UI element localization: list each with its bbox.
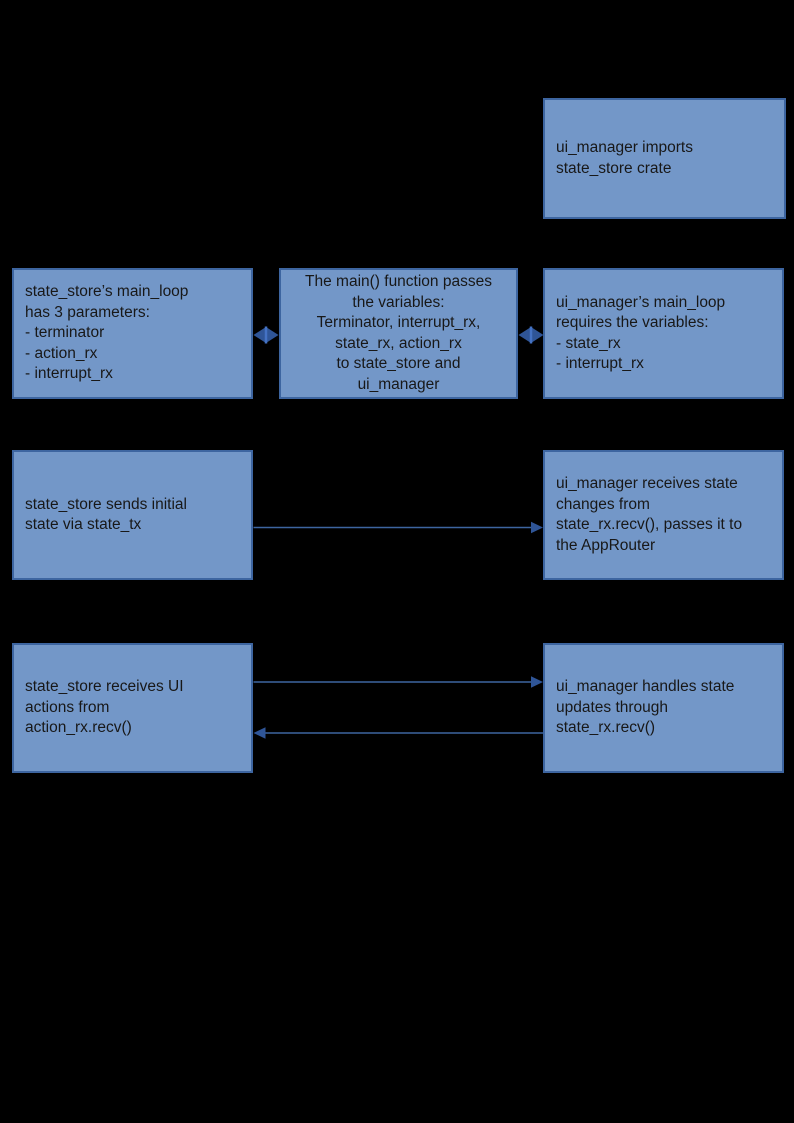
box-text: state_store receives UI actions from act… bbox=[25, 678, 184, 737]
box-ui-manager-receives-state: ui_manager receives state changes from s… bbox=[543, 450, 784, 580]
box-text: The main() function passes the variables… bbox=[305, 273, 492, 393]
arrow-ui-actions-icon bbox=[253, 676, 543, 688]
arrow-state-updates-icon bbox=[253, 727, 543, 739]
box-ui-manager-imports: ui_manager imports state_store crate bbox=[543, 98, 786, 219]
box-state-store-sends-initial: state_store sends initial state via stat… bbox=[12, 450, 253, 580]
box-ui-manager-main-loop: ui_manager’s main_loop requires the vari… bbox=[543, 268, 784, 399]
box-state-store-receives-actions: state_store receives UI actions from act… bbox=[12, 643, 253, 773]
box-text: ui_manager receives state changes from s… bbox=[556, 475, 743, 554]
double-arrow-left-icon bbox=[253, 326, 279, 344]
box-text: ui_manager imports state_store crate bbox=[556, 139, 693, 177]
double-arrow-right-icon bbox=[518, 326, 544, 344]
box-ui-manager-handles-updates: ui_manager handles state updates through… bbox=[543, 643, 784, 773]
arrow-initial-state-icon bbox=[253, 521, 543, 534]
box-text: state_store’s main_loop has 3 parameters… bbox=[25, 283, 189, 383]
box-main-function-passes: The main() function passes the variables… bbox=[279, 268, 518, 399]
box-text: state_store sends initial state via stat… bbox=[25, 495, 187, 534]
box-text: ui_manager’s main_loop requires the vari… bbox=[556, 293, 726, 373]
box-text: ui_manager handles state updates through… bbox=[556, 678, 735, 737]
box-state-store-main-loop: state_store’s main_loop has 3 parameters… bbox=[12, 268, 253, 399]
